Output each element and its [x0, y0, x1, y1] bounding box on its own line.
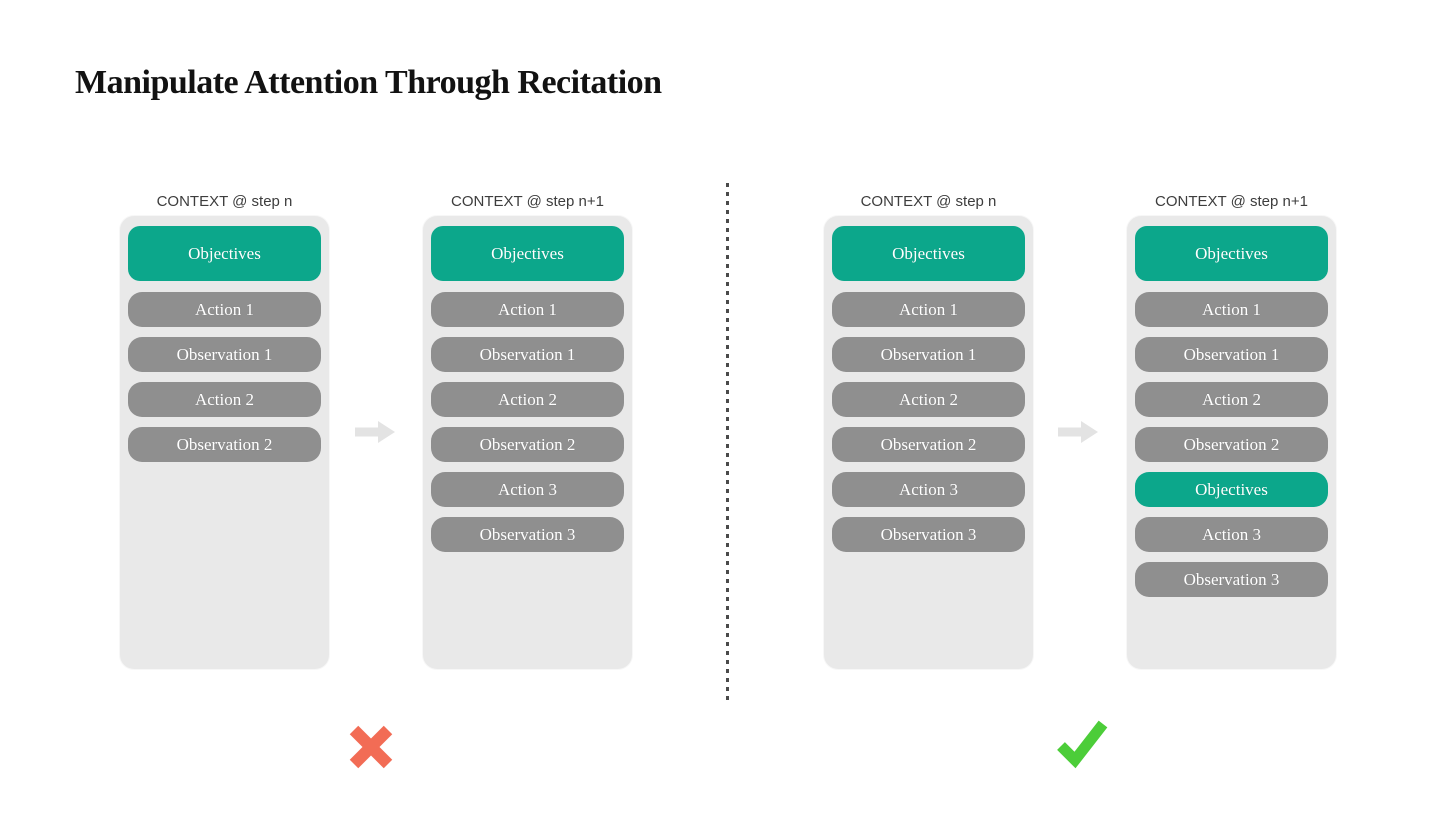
check-mark-icon [1054, 715, 1110, 776]
panel-header: CONTEXT @ step n [860, 193, 997, 210]
panel-header: CONTEXT @ step n+1 [1155, 193, 1308, 210]
pill-objectives: Objectives [832, 226, 1025, 281]
pill-action-1: Action 1 [431, 292, 624, 327]
pill-observation-1: Observation 1 [431, 337, 624, 372]
pill-action-3: Action 3 [431, 472, 624, 507]
pill-observation-2: Observation 2 [832, 427, 1025, 462]
pill-observation-3: Observation 3 [832, 517, 1025, 552]
panel-header: CONTEXT @ step n [156, 193, 293, 210]
page-title: Manipulate Attention Through Recitation [75, 64, 662, 101]
right-arrow-icon [355, 420, 395, 449]
pill-observation-1: Observation 1 [832, 337, 1025, 372]
pill-action-1: Action 1 [128, 292, 321, 327]
pill-objectives: Objectives [431, 226, 624, 281]
pill-action-3: Action 3 [1135, 517, 1328, 552]
pill-action-1: Action 1 [832, 292, 1025, 327]
pill-objectives: Objectives [1135, 226, 1328, 281]
pill-observation-2: Observation 2 [1135, 427, 1328, 462]
pill-observation-1: Observation 1 [128, 337, 321, 372]
pill-action-1: Action 1 [1135, 292, 1328, 327]
pill-action-2: Action 2 [832, 382, 1025, 417]
pill-observation-3: Observation 3 [431, 517, 624, 552]
panel-header: CONTEXT @ step n+1 [451, 193, 604, 210]
pill-action-2: Action 2 [431, 382, 624, 417]
pill-objectives: Objectives [1135, 472, 1328, 507]
pill-observation-3: Observation 3 [1135, 562, 1328, 597]
dashed-divider-line [726, 183, 729, 701]
pill-objectives: Objectives [128, 226, 321, 281]
pill-observation-2: Observation 2 [128, 427, 321, 462]
pill-action-2: Action 2 [1135, 382, 1328, 417]
pill-action-2: Action 2 [128, 382, 321, 417]
pill-observation-2: Observation 2 [431, 427, 624, 462]
pill-action-3: Action 3 [832, 472, 1025, 507]
x-mark-icon [347, 723, 395, 776]
right-arrow-icon [1058, 420, 1098, 449]
pill-observation-1: Observation 1 [1135, 337, 1328, 372]
